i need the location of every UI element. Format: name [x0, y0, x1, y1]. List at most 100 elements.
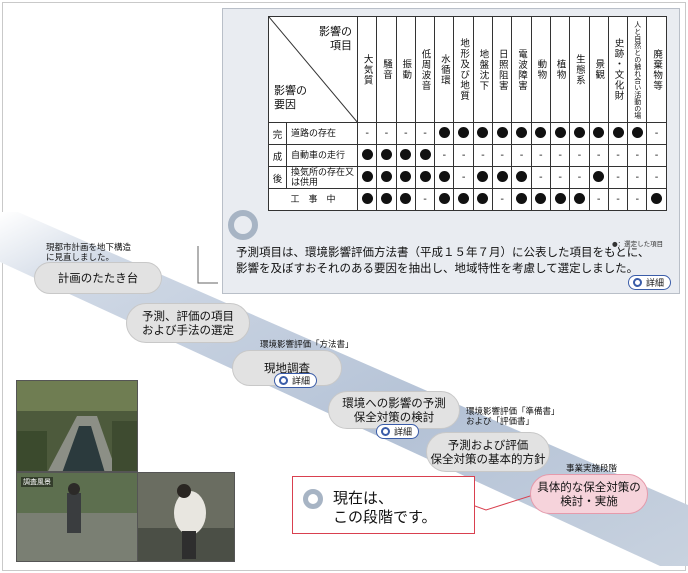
- matrix-cell: -: [607, 188, 629, 211]
- column-header-label: 日照阻害: [496, 48, 508, 91]
- worker-photo-image: [138, 473, 234, 561]
- detail-label: 詳細: [646, 279, 665, 289]
- matrix-cell: -: [627, 166, 648, 189]
- matrix-cell: [549, 188, 571, 211]
- matrix-cell: -: [376, 122, 397, 145]
- matrix-column-header: 人と自然との触れ合い活動の場: [627, 16, 648, 123]
- matrix-cell: [472, 188, 494, 211]
- matrix-cell: -: [588, 188, 609, 211]
- column-header-label: 水循環: [438, 53, 450, 86]
- matrix-cell: -: [492, 188, 513, 211]
- matrix-cell: [511, 122, 532, 145]
- matrix-cell: [434, 188, 455, 211]
- not-selected-mark: -: [596, 150, 601, 161]
- selected-dot-icon: [516, 126, 528, 138]
- matrix-cell: [414, 144, 436, 167]
- matrix-cell: -: [549, 144, 571, 167]
- matrix-cell: [569, 122, 590, 145]
- survey-photo-2: 調査風景: [16, 472, 138, 562]
- step-bubble-current-implementation: 具体的な保全対策の 検討・実施: [530, 474, 648, 514]
- selected-dot-icon: [419, 148, 431, 160]
- matrix-factor-cell: 換気所の存在又は供用: [286, 166, 358, 189]
- matrix-cell: [395, 166, 416, 189]
- matrix-cell: -: [588, 144, 609, 167]
- matrix-cell: [549, 122, 571, 145]
- not-selected-mark: -: [616, 194, 620, 205]
- selected-dot-icon: [400, 148, 412, 160]
- impact-matrix-table: 影響の項目影響の要因大気質騒音振動低周波音水循環地形及び地質地盤沈下日照阻害電波…: [268, 16, 667, 211]
- matrix-corner-cell: 影響の項目影響の要因: [268, 16, 358, 123]
- not-selected-mark: -: [442, 150, 447, 161]
- detail-button-impact-prediction[interactable]: 詳細: [376, 424, 420, 439]
- matrix-cell: -: [646, 122, 667, 145]
- not-selected-mark: -: [423, 194, 427, 205]
- matrix-column-header: 動物: [530, 16, 551, 123]
- selected-dot-icon: [477, 192, 489, 204]
- selected-dot-icon: [554, 192, 566, 204]
- callout-text: 現在は、 この段階です。: [333, 489, 437, 526]
- selected-dot-icon: [361, 192, 373, 204]
- not-selected-mark: -: [558, 172, 562, 183]
- matrix-cell: [530, 122, 551, 145]
- matrix-cell: -: [530, 166, 551, 189]
- table-row: 後換気所の存在又は供用-------: [268, 166, 667, 189]
- matrix-factor-cell: 工 事 中: [268, 188, 358, 211]
- selected-dot-icon: [651, 192, 663, 204]
- prediction-description: 予測項目は、環境影響評価方法書（平成１５年７月）に公表した項目をもとに、 影響を…: [236, 244, 676, 276]
- step-note-3: 環境影響評価「方法書」: [260, 340, 354, 350]
- selected-dot-icon: [631, 126, 643, 138]
- column-header-label: 低周波音: [419, 48, 431, 91]
- matrix-cell: [569, 188, 590, 211]
- column-header-label: 史跡・文化財: [612, 38, 624, 101]
- not-selected-mark: -: [635, 150, 640, 161]
- selected-dot-icon: [516, 192, 528, 204]
- not-selected-mark: -: [539, 172, 543, 183]
- column-header-label: 振動: [400, 59, 412, 80]
- selected-dot-icon: [438, 192, 450, 204]
- matrix-cell: -: [395, 122, 416, 145]
- selected-dot-icon: [400, 192, 412, 204]
- matrix-column-header: 廃棄物等: [646, 16, 667, 123]
- matrix-cell: [511, 166, 532, 189]
- detail-ring-icon: [633, 278, 642, 287]
- matrix-stage-cell: 成: [268, 144, 287, 167]
- matrix-cell: [472, 166, 494, 189]
- corner-top-label: 影響の項目: [319, 25, 352, 52]
- column-header-label: 動物: [535, 59, 547, 80]
- survey-photo-3: [137, 472, 235, 562]
- not-selected-mark: -: [500, 150, 505, 161]
- detail-button-prediction-items[interactable]: 詳細: [628, 275, 672, 290]
- panel-connector-line: [197, 246, 218, 284]
- table-row: 成自動車の走行------------: [268, 144, 667, 167]
- matrix-header-row: 影響の項目影響の要因大気質騒音振動低周波音水循環地形及び地質地盤沈下日照阻害電波…: [268, 16, 667, 123]
- table-row: 工 事 中-----: [268, 188, 667, 211]
- selected-dot-icon: [380, 170, 392, 182]
- ring-icon: [303, 489, 323, 509]
- selected-dot-icon: [496, 126, 508, 138]
- matrix-cell: [588, 122, 609, 145]
- matrix-cell: -: [414, 188, 436, 211]
- matrix-stage-cell: 後: [268, 166, 287, 189]
- selected-dot-icon: [593, 170, 605, 182]
- step-bubble-evaluation-policy: 予測および評価 保全対策の基本的方針: [426, 432, 550, 472]
- selected-dot-icon: [361, 170, 373, 182]
- matrix-column-header: 大気質: [356, 16, 378, 123]
- column-header-label: 大気質: [361, 53, 373, 86]
- survey-photo-1: [16, 380, 138, 472]
- matrix-cell: -: [492, 144, 513, 167]
- selected-dot-icon: [438, 170, 450, 182]
- selected-dot-icon: [419, 170, 431, 182]
- matrix-column-header: 電波障害: [511, 16, 532, 123]
- matrix-cell: [376, 144, 397, 167]
- matrix-cell: -: [646, 144, 667, 167]
- detail-button-field-survey[interactable]: 詳細: [274, 373, 318, 388]
- matrix-cell: [607, 122, 629, 145]
- matrix-column-header: 水循環: [434, 16, 455, 123]
- matrix-cell: [395, 188, 416, 211]
- ring-icon: [228, 210, 258, 240]
- matrix-factor-cell: 道路の存在: [286, 122, 358, 145]
- description-line-2: 影響を及ぼすおそれのある要因を抽出し、地域特性を考慮して選定しました。: [236, 261, 639, 275]
- detail-ring-icon: [381, 427, 390, 436]
- matrix-cell: -: [627, 188, 648, 211]
